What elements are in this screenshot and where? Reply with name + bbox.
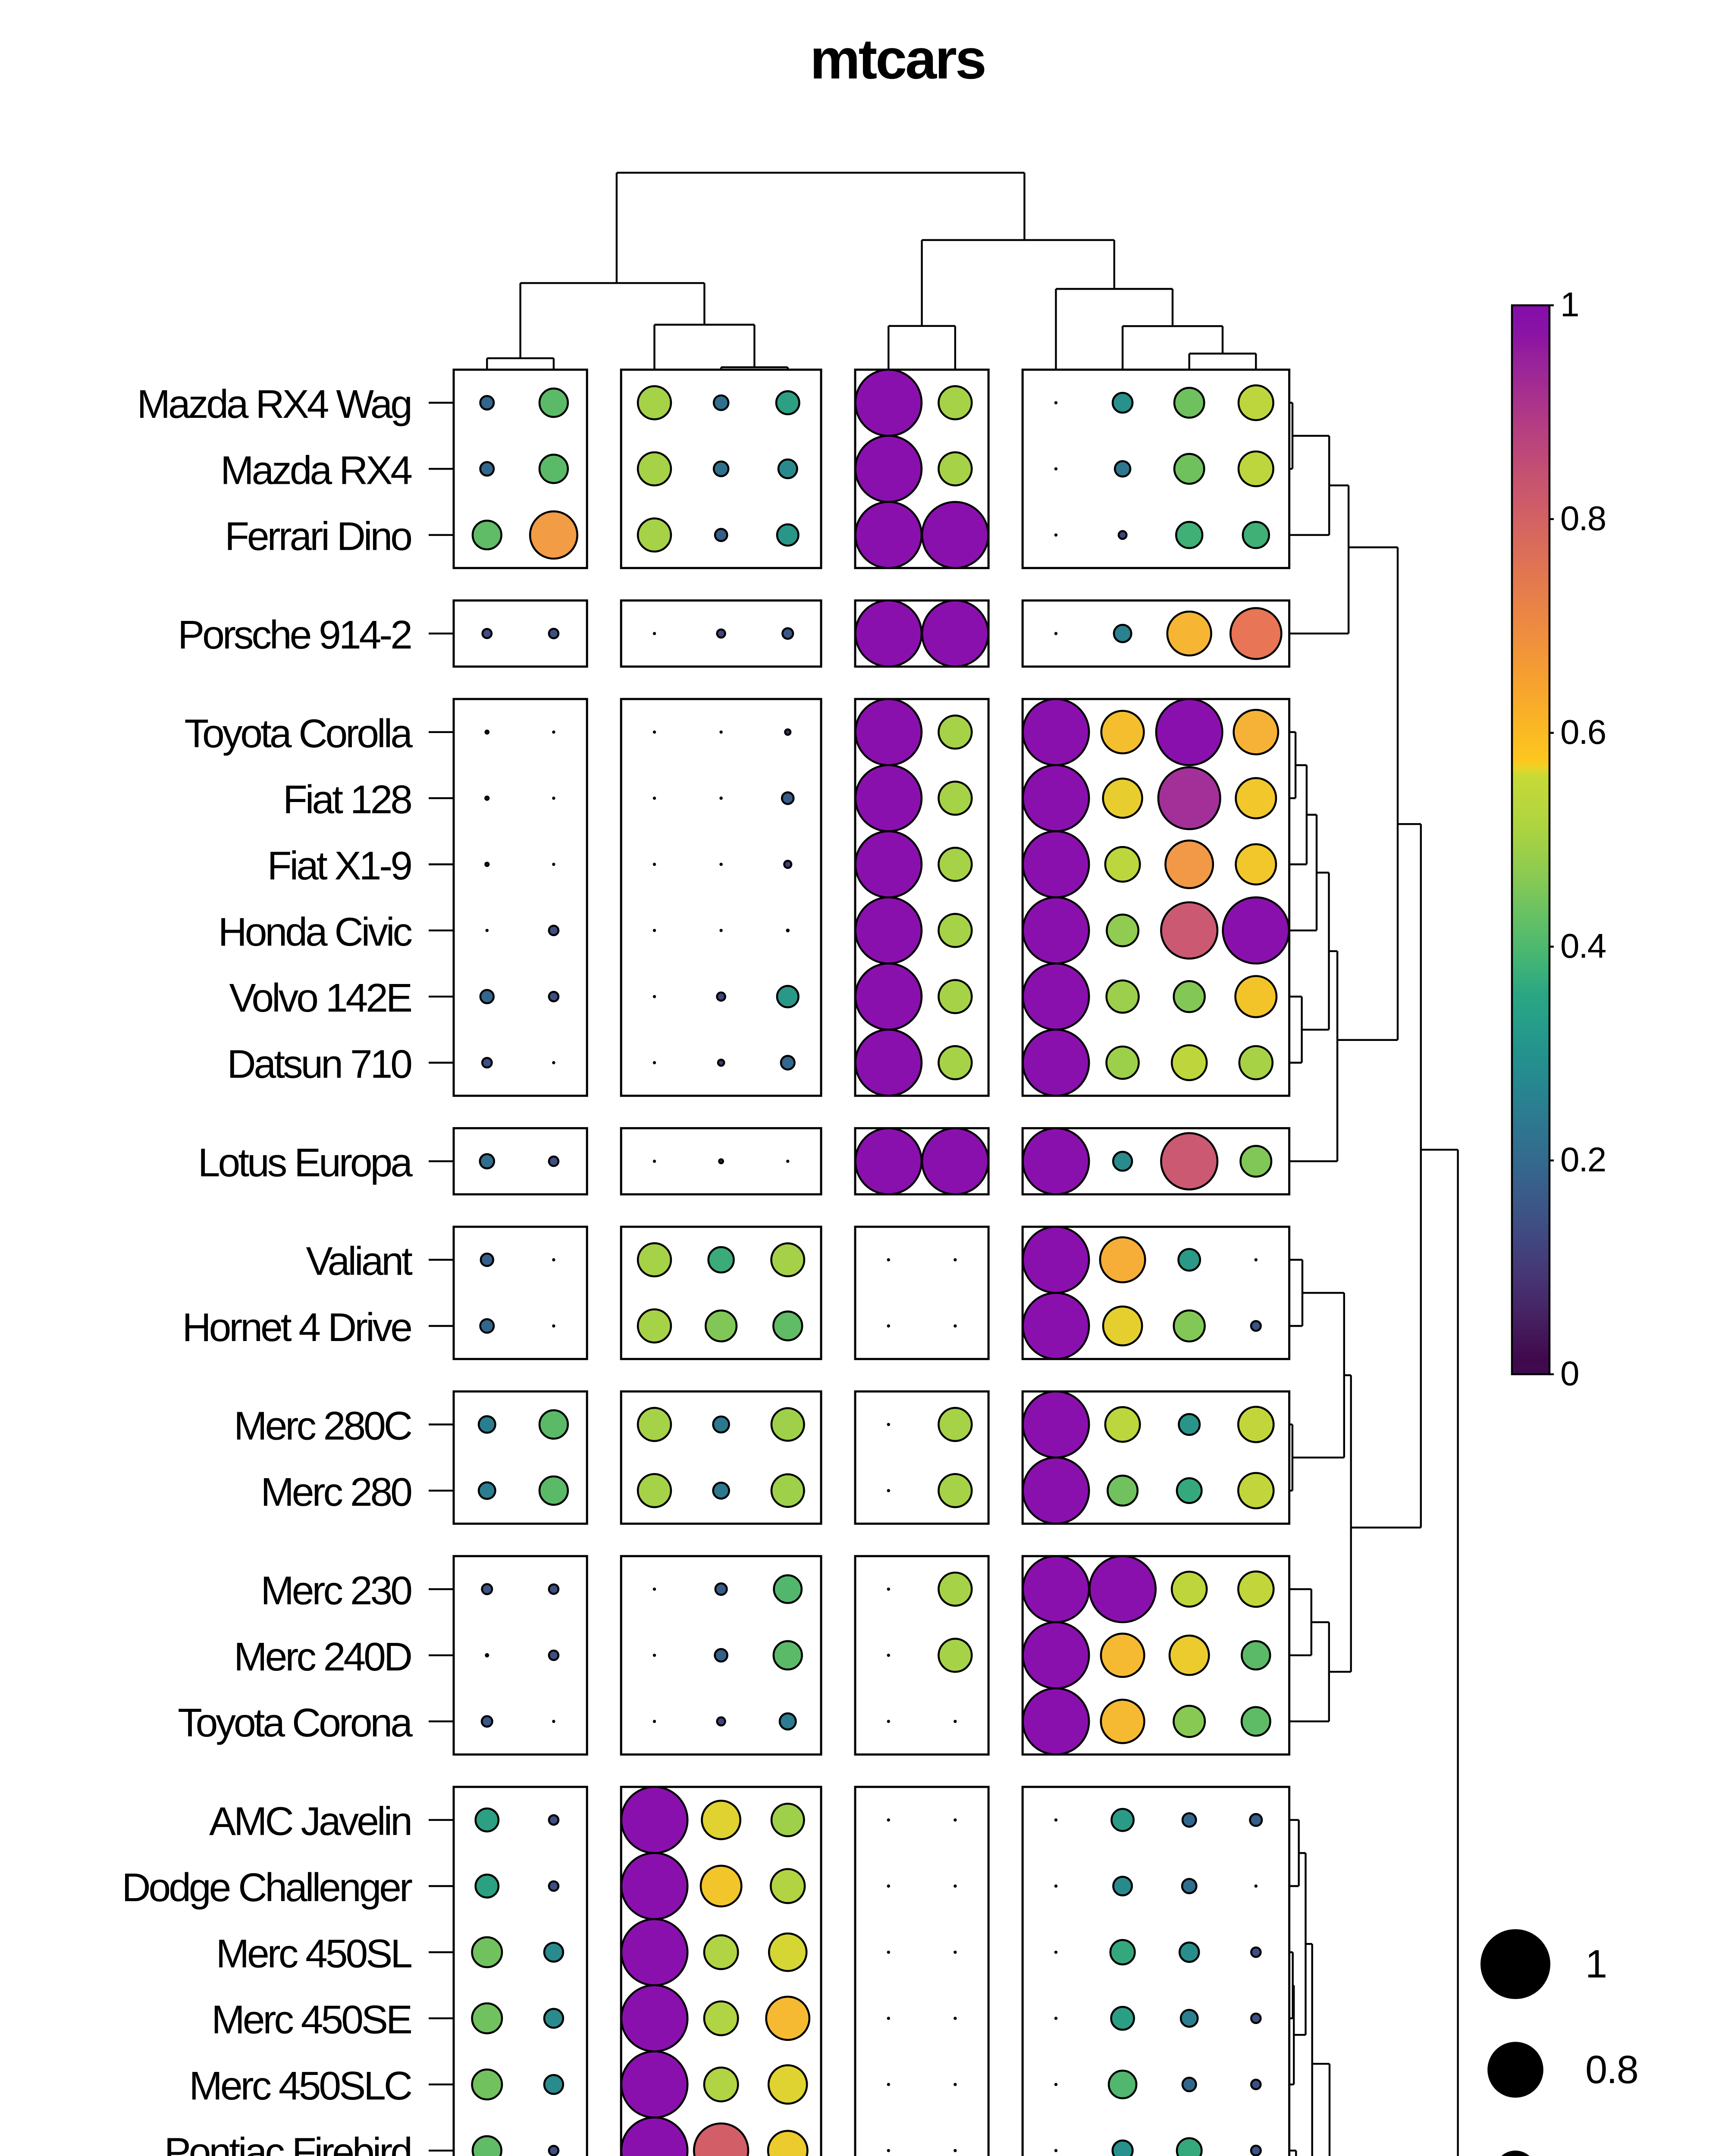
svg-text:Merc 450SLC: Merc 450SLC (189, 2063, 411, 2108)
svg-text:Mazda RX4 Wag: Mazda RX4 Wag (137, 382, 411, 426)
svg-text:Fiat X1-9: Fiat X1-9 (267, 843, 411, 888)
svg-text:mtcars: mtcars (810, 27, 985, 91)
svg-text:Mazda RX4: Mazda RX4 (220, 448, 411, 492)
svg-text:AMC Javelin: AMC Javelin (209, 1799, 411, 1844)
svg-text:0.4: 0.4 (1560, 927, 1606, 965)
svg-text:Toyota Corona: Toyota Corona (178, 1700, 413, 1745)
svg-text:Lotus Europa: Lotus Europa (198, 1140, 413, 1185)
svg-text:0.6: 0.6 (1585, 2150, 1638, 2156)
svg-text:Merc 450SE: Merc 450SE (211, 1997, 411, 2042)
svg-text:1: 1 (1585, 1942, 1606, 1986)
svg-text:Datsun 710: Datsun 710 (227, 1042, 411, 1087)
svg-text:0.8: 0.8 (1585, 2048, 1638, 2092)
svg-text:Volvo 142E: Volvo 142E (229, 975, 411, 1020)
svg-text:Merc 230: Merc 230 (260, 1568, 411, 1613)
svg-text:0.2: 0.2 (1560, 1141, 1606, 1179)
svg-text:0.6: 0.6 (1560, 713, 1606, 751)
svg-text:Dodge Challenger: Dodge Challenger (122, 1865, 412, 1910)
svg-text:Toyota Corolla: Toyota Corolla (185, 711, 413, 756)
svg-text:Merc 280C: Merc 280C (234, 1404, 411, 1448)
svg-text:Fiat 128: Fiat 128 (283, 777, 411, 822)
svg-text:0.8: 0.8 (1560, 499, 1606, 537)
svg-text:Pontiac Firebird: Pontiac Firebird (164, 2129, 411, 2156)
svg-text:0: 0 (1560, 1354, 1579, 1393)
svg-text:Valiant: Valiant (306, 1239, 413, 1284)
svg-text:Hornet 4 Drive: Hornet 4 Drive (182, 1305, 411, 1350)
svg-text:Merc 240D: Merc 240D (234, 1634, 411, 1679)
svg-text:Merc 450SL: Merc 450SL (216, 1931, 412, 1976)
svg-text:Honda Civic: Honda Civic (218, 909, 412, 954)
svg-text:Ferrari Dino: Ferrari Dino (225, 514, 411, 559)
svg-text:1: 1 (1560, 285, 1579, 324)
svg-text:Merc 280: Merc 280 (260, 1470, 411, 1514)
svg-text:Porsche 914-2: Porsche 914-2 (178, 612, 411, 657)
